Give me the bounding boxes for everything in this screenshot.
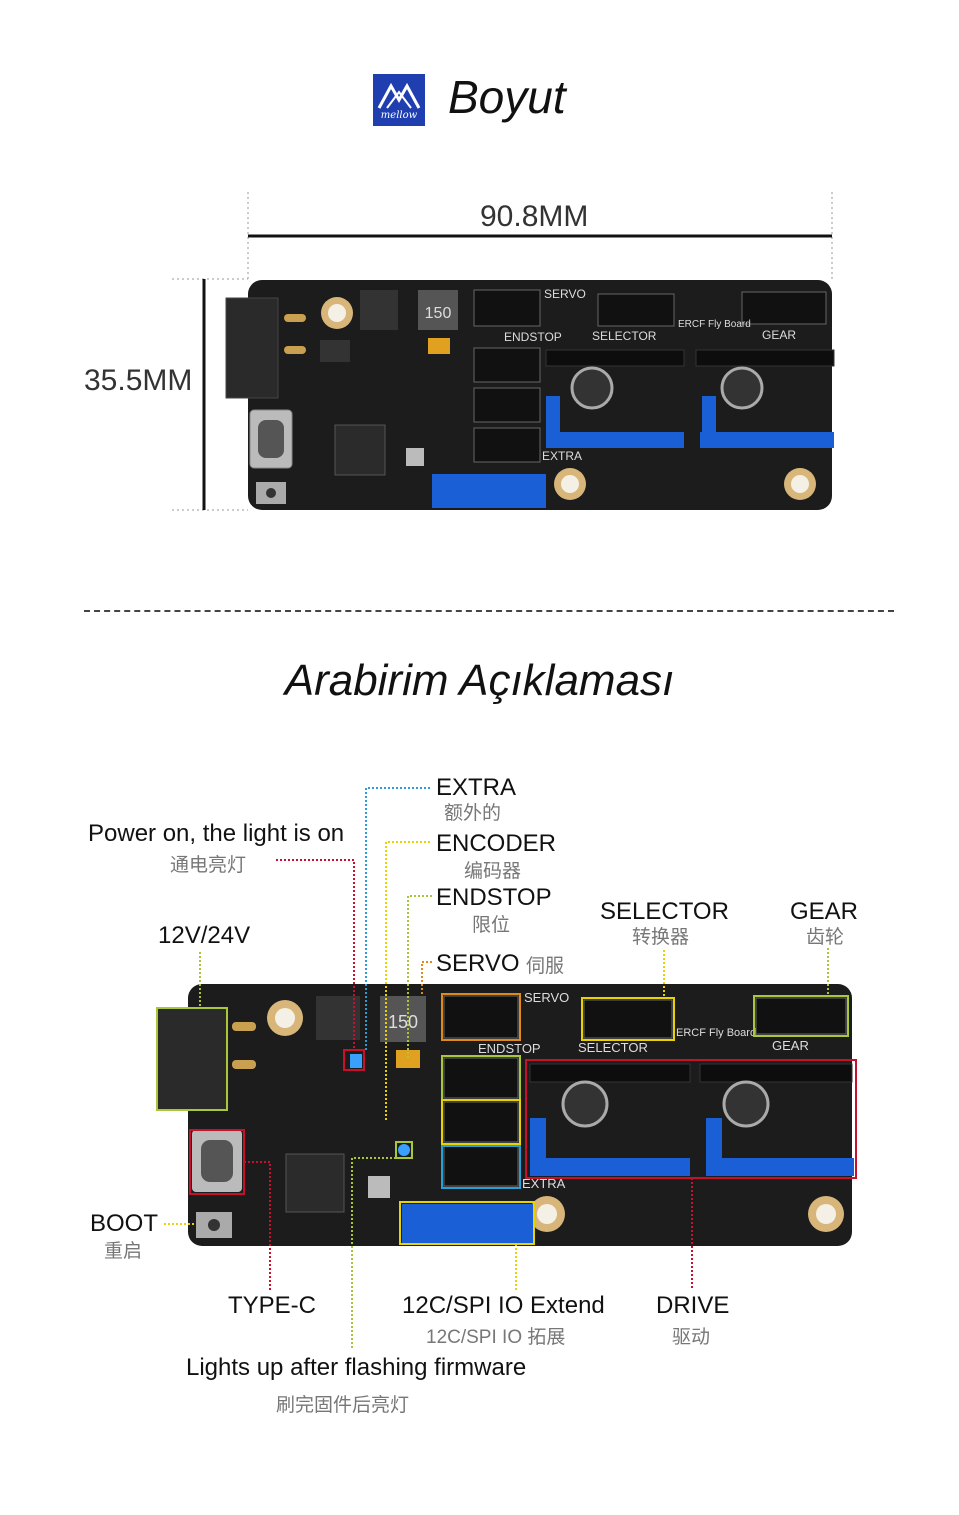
silk-gear-2: GEAR xyxy=(772,1038,809,1053)
label-servo-cn: 伺服 xyxy=(526,956,565,977)
label-typec: TYPE-C xyxy=(228,1292,317,1319)
section-title: Arabirim Açıklaması xyxy=(284,656,675,705)
label-encoder: ENCODER xyxy=(436,830,557,857)
label-i2c: 12C/SPI IO Extend xyxy=(402,1292,605,1319)
label-flash-light: Lights up after flashing firmware xyxy=(186,1354,527,1381)
label-power-light-cn: 通电亮灯 xyxy=(170,855,247,876)
label-power: 12V/24V xyxy=(158,922,251,949)
silk-endstop: ENDSTOP xyxy=(504,330,562,344)
board-top-image: 150 SERVO ENDSTOP SELECTOR GEAR EXTRA ER… xyxy=(225,280,835,510)
label-power-light: Power on, the light is on xyxy=(88,820,345,847)
mellow-logo xyxy=(373,74,425,126)
label-drive-cn: 驱动 xyxy=(672,1327,711,1348)
dimension-lines xyxy=(172,192,833,511)
silk-selector-2: SELECTOR xyxy=(578,1040,648,1055)
label-extra-cn: 额外的 xyxy=(444,803,502,824)
silk-servo-2: SERVO xyxy=(524,990,569,1005)
label-boot-cn: 重启 xyxy=(104,1241,143,1262)
silk-name-2: ERCF Fly Board xyxy=(676,1027,756,1039)
label-endstop: ENDSTOP xyxy=(436,884,552,911)
label-boot: BOOT xyxy=(90,1210,159,1237)
label-gear: GEAR xyxy=(790,898,859,925)
silk-endstop-2: ENDSTOP xyxy=(478,1041,541,1056)
silk-extra: EXTRA xyxy=(542,449,582,463)
inductor-text: 150 xyxy=(425,305,452,322)
logo-text: mellow xyxy=(380,110,418,121)
silk-name: ERCF Fly Board xyxy=(678,319,751,330)
label-drive: DRIVE xyxy=(656,1292,730,1319)
silk-servo: SERVO xyxy=(544,287,586,301)
label-encoder-cn: 编码器 xyxy=(464,861,522,882)
silk-selector: SELECTOR xyxy=(592,329,657,343)
width-dimension: 90.8MM xyxy=(480,200,589,233)
mountain-icon xyxy=(377,82,421,109)
silk-gear: GEAR xyxy=(762,328,796,342)
label-selector-cn: 转换器 xyxy=(632,927,690,948)
label-extra: EXTRA xyxy=(436,774,517,801)
height-dimension: 35.5MM xyxy=(84,364,193,397)
silk-extra-2: EXTRA xyxy=(522,1176,566,1191)
label-gear-cn: 齿轮 xyxy=(806,927,845,948)
label-flash-light-cn: 刷完固件后亮灯 xyxy=(276,1395,410,1416)
label-i2c-cn: 12C/SPI IO 拓展 xyxy=(426,1327,566,1348)
label-endstop-cn: 限位 xyxy=(472,915,511,936)
section-separator xyxy=(84,610,894,612)
page-title: Boyut xyxy=(448,71,566,123)
inductor-text-2: 150 xyxy=(388,1012,418,1032)
label-selector: SELECTOR xyxy=(600,898,729,925)
label-servo: SERVO xyxy=(436,950,520,977)
